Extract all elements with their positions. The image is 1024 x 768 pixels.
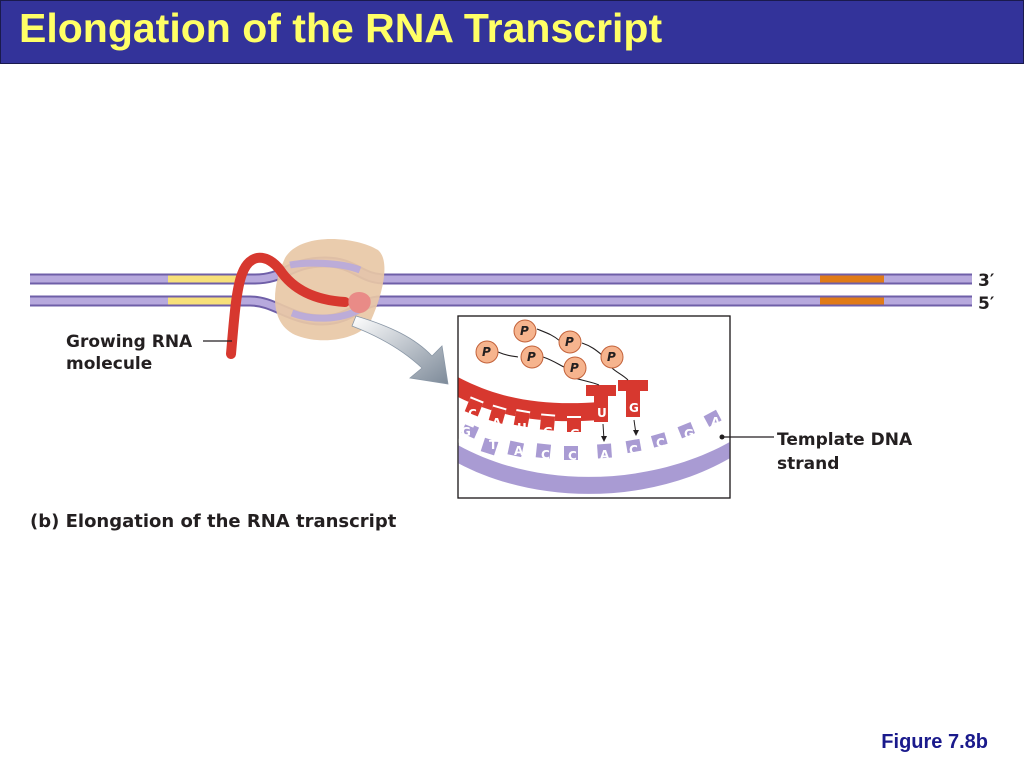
rna-base-4: G	[543, 425, 553, 439]
growing-rna-molecule	[226, 252, 350, 359]
promoter-region-top	[168, 275, 240, 283]
dna-base-1: G	[461, 425, 471, 439]
title-bar: Elongation of the RNA Transcript	[0, 0, 1024, 64]
dna-base-4: C	[541, 448, 550, 462]
growing-rna-label-line1: Growing RNA	[66, 332, 193, 352]
five-prime-label: 5′	[978, 294, 995, 314]
rna-base-2: A	[492, 416, 502, 430]
template-dna-label-line2: strand	[777, 454, 839, 474]
figure-number: Figure 7.8b	[881, 731, 988, 753]
phosphate-circle	[513, 319, 537, 343]
phosphate-circle	[600, 345, 624, 369]
rna-base-5: G	[570, 427, 580, 441]
incoming-base-1: U	[597, 406, 607, 420]
terminator-region-bottom	[820, 297, 884, 305]
incoming-nucleotide-g: G	[618, 380, 648, 417]
three-prime-label: 3′	[978, 271, 995, 291]
growing-rna-label-line2: molecule	[66, 354, 152, 374]
phosphate-label: P	[527, 350, 536, 364]
rna-base-1: C	[468, 407, 477, 421]
dna-base-8: C	[656, 436, 665, 450]
incoming-nucleotide-u: U	[586, 385, 616, 422]
phosphate-circle	[520, 345, 544, 369]
phosphate-groups: P P P P P P	[475, 319, 624, 380]
dna-base-6: A	[600, 448, 610, 462]
promoter-region-bottom	[168, 297, 240, 305]
phosphate-label: P	[520, 324, 529, 338]
zoom-inset: C A U G G G T A C C A C C G A U	[457, 315, 731, 499]
figure-caption: (b) Elongation of the RNA transcript	[30, 511, 397, 532]
incoming-base-2: G	[629, 401, 639, 415]
dna-base-2: T	[489, 438, 498, 452]
phosphate-label: P	[565, 335, 574, 349]
dna-base-5: C	[568, 449, 577, 463]
zoom-arrow	[351, 315, 449, 385]
dna-base-9: G	[684, 427, 694, 441]
rna-base-3: U	[517, 421, 527, 435]
phosphate-label: P	[570, 361, 579, 375]
slide-title: Elongation of the RNA Transcript	[19, 5, 663, 51]
active-site	[348, 292, 371, 314]
dna-base-3: A	[514, 444, 524, 458]
template-dna-label-line1: Template DNA	[777, 430, 913, 450]
dna-base-7: C	[629, 443, 638, 457]
dna-base-10: A	[711, 415, 721, 429]
phosphate-label: P	[482, 345, 491, 359]
phosphate-circle	[563, 356, 587, 380]
phosphate-circle	[475, 340, 499, 364]
phosphate-circle	[558, 330, 582, 354]
phosphate-label: P	[607, 350, 616, 364]
terminator-region-top	[820, 275, 884, 283]
dna-top-strand	[30, 256, 972, 285]
